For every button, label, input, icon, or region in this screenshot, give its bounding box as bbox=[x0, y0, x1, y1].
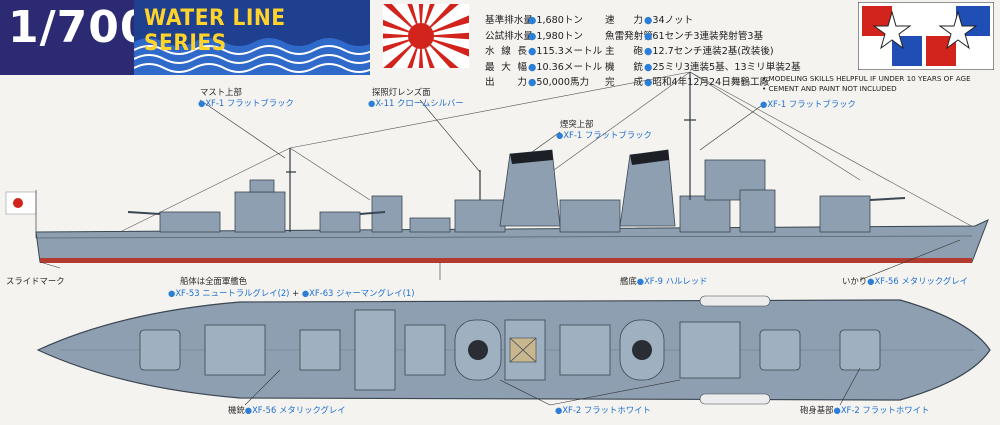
spec-row: 完成●昭和4年12月24日舞鶴工廠 bbox=[605, 77, 770, 88]
wave-graphic bbox=[134, 34, 370, 75]
tamiya-logo-icon bbox=[858, 2, 994, 70]
callout-hull-color-code: ●XF-53 ニュートラルグレイ(2) + ●XF-63 ジャーマングレイ(1) bbox=[168, 288, 415, 298]
scale-text: 1/700 bbox=[8, 2, 152, 53]
spec-row: 基準排水量●1,680トン bbox=[485, 15, 584, 26]
callout-searchlight-code: ●X-11 クロームシルバー bbox=[368, 98, 464, 108]
spec-row: 最大幅●10.36メートル bbox=[485, 61, 603, 73]
specs-column-1: 基準排水量●1,680トン 公試排水量●1,980トン 水線長●115.3メート… bbox=[485, 13, 602, 91]
callout-anchor: いかり●XF-56 メタリックグレイ bbox=[842, 276, 968, 286]
scale-badge: 1/700 bbox=[0, 0, 151, 75]
callout-funnel-top-code: ●XF-1 フラットブラック bbox=[556, 130, 652, 140]
spec-row: 機銃●25ミリ3連装5基、13ミリ単装2基 bbox=[605, 61, 801, 73]
specs-column-2: 速力●34ノット 魚雷発射管●61センチ3連装発射管3基 主砲●12.7センチ連… bbox=[605, 13, 801, 91]
callout-gun-base: 砲身基部●XF-2 フラットホワイト bbox=[800, 405, 930, 415]
note-age: • MODELING SKILLS HELPFUL IF UNDER 10 YE… bbox=[762, 74, 971, 83]
callout-slide-mark: スライドマーク bbox=[6, 276, 65, 286]
spec-row: 水線長●115.3メートル bbox=[485, 46, 603, 57]
top-plan-view bbox=[36, 295, 991, 405]
spec-row: 魚雷発射管●61センチ3連装発射管3基 bbox=[605, 30, 764, 42]
callout-deck-white: ●XF-2 フラットホワイト bbox=[555, 405, 651, 415]
callout-mast-top-part: マスト上部 bbox=[200, 87, 242, 97]
notes: • MODELING SKILLS HELPFUL IF UNDER 10 YE… bbox=[762, 74, 971, 94]
spec-row: 速力●34ノット bbox=[605, 15, 694, 26]
note-cement: • CEMENT AND PAINT NOT INCLUDED bbox=[762, 84, 897, 93]
series-title: WATER LINE SERIES bbox=[144, 6, 286, 56]
callout-right-mast-code: ●XF-1 フラットブラック bbox=[760, 99, 856, 109]
leader-lines bbox=[39, 99, 961, 406]
spec-row: 公試排水量●1,980トン bbox=[485, 30, 584, 42]
callout-bottom: 艦底●XF-9 ハルレッド bbox=[620, 276, 708, 286]
callout-searchlight-part: 探照灯レンズ面 bbox=[372, 87, 431, 97]
callout-mast-top-code: ●XF-1 フラットブラック bbox=[198, 98, 294, 108]
series-banner: WATER LINE SERIES bbox=[134, 0, 370, 75]
callout-funnel-top-part: 煙突上部 bbox=[560, 119, 594, 129]
callout-hull-color-part: 船体は全面軍艦色 bbox=[180, 276, 247, 286]
callout-machine-gun: 機銃●XF-56 メタリックグレイ bbox=[228, 405, 346, 415]
rising-sun-flag-icon bbox=[383, 4, 469, 68]
spec-row: 主砲●12.7センチ連装2基(改装後) bbox=[605, 46, 774, 57]
side-profile-view bbox=[5, 71, 989, 263]
spec-row: 出力●50,000馬力 bbox=[485, 77, 590, 88]
